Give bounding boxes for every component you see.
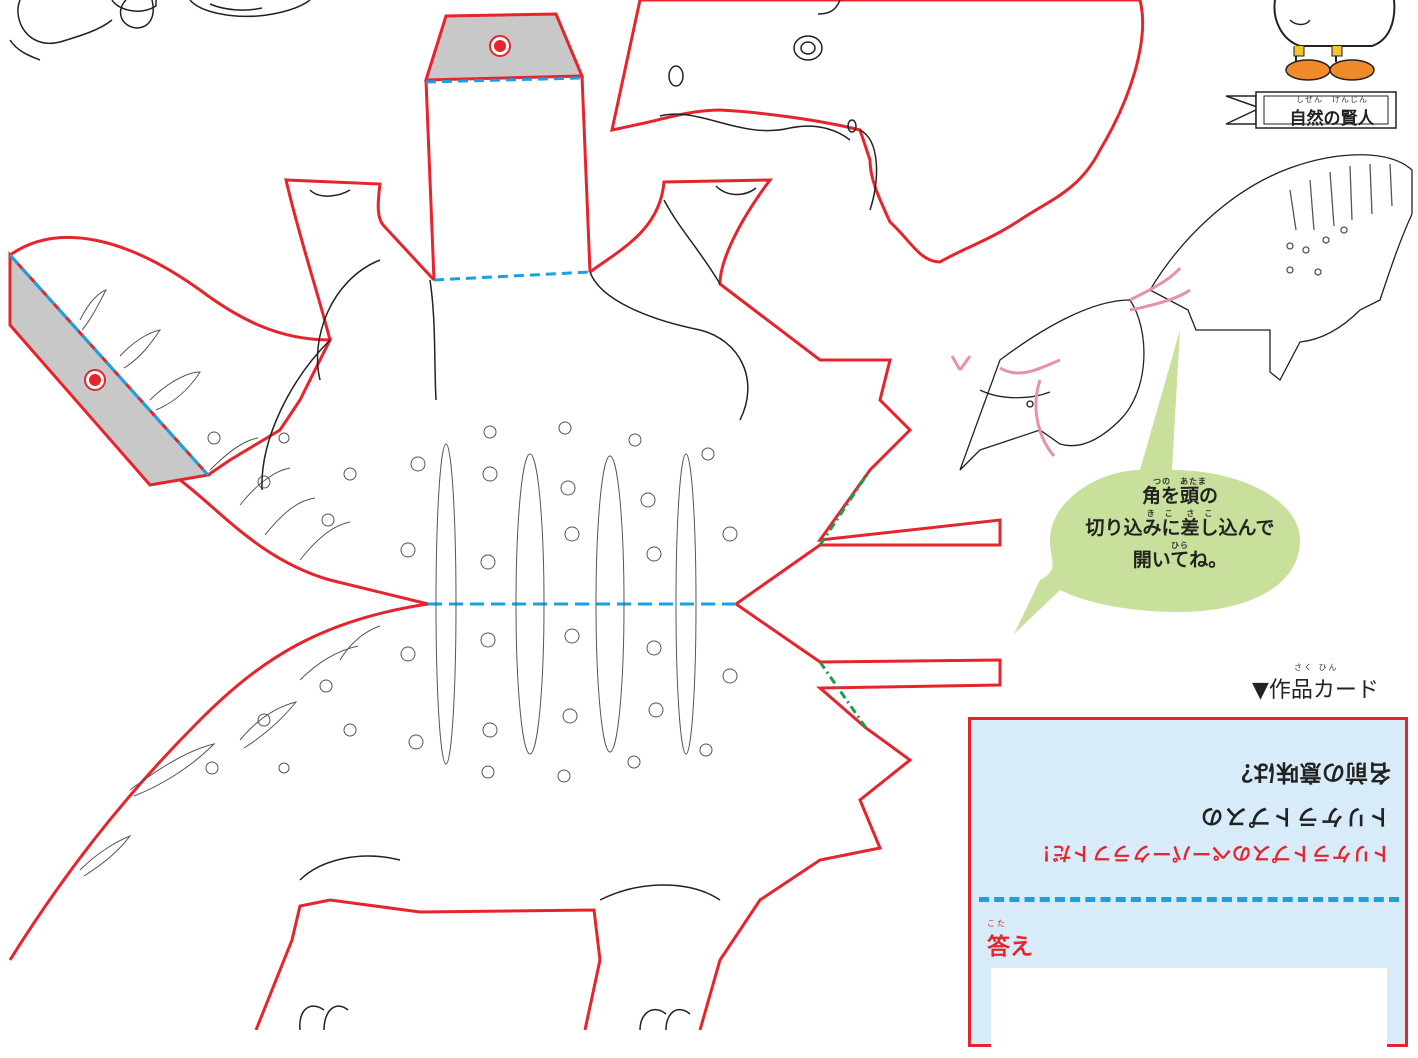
work-card: トリケラトプスのペーパークラフトだ！ トリケラトプスの 名前の意味は？ こた 答… [968, 717, 1408, 1058]
card-fold-line [979, 897, 1399, 902]
answer-write-box[interactable] [991, 968, 1387, 1058]
card-question-line2: 名前の意味は？ [1230, 759, 1391, 785]
name-plate-shape [1225, 91, 1397, 129]
sign-ruby: しぜん けんじん [1296, 95, 1368, 104]
speech-bubble-shape [1014, 330, 1300, 634]
top-left-fragment-drawing [9, 0, 311, 61]
bubble-line2: 切り込みに差し込んで [1085, 517, 1275, 539]
sage-character-illustration [1273, 0, 1396, 81]
card-question-upside-down: トリケラトプスのペーパークラフトだ！ トリケラトプスの 名前の意味は？ [971, 720, 1405, 880]
bubble-line3-ruby: ひら [1171, 541, 1189, 550]
card-header-label: ▼作品カード [1252, 678, 1379, 703]
sign-label: 自然の賢人 [1289, 109, 1375, 129]
neck-tab [423, 12, 592, 282]
card-question-line1: トリケラトプスの [1198, 803, 1391, 828]
speech-bubble: つの あたま 角を頭の き こ さ こ 切り込みに差し込んで ひら 開いてね。 [1055, 478, 1305, 574]
body-part [8, 178, 1002, 1030]
answer-ruby: こた [987, 919, 1007, 928]
tail-part [8, 235, 351, 561]
assembly-guide-arrows [950, 267, 1191, 457]
head-part [610, 0, 1145, 264]
card-title: トリケラトプスのペーパークラフトだ！ [1031, 842, 1391, 864]
card-header-ruby: さく ひん [1294, 663, 1339, 672]
bubble-line2-ruby: き こ さ こ [1146, 509, 1214, 518]
bubble-line1: 角を頭の [1141, 485, 1218, 507]
bubble-line3: 開いてね。 [1132, 549, 1228, 571]
assembled-dinosaur-illustration [959, 154, 1413, 471]
bubble-line1-ruby: つの あたま [1153, 477, 1207, 486]
card-header: さく ひん ▼作品カード [1252, 663, 1417, 704]
answer-label: 答え [987, 934, 1033, 960]
papercraft-template [8, 0, 1413, 1030]
